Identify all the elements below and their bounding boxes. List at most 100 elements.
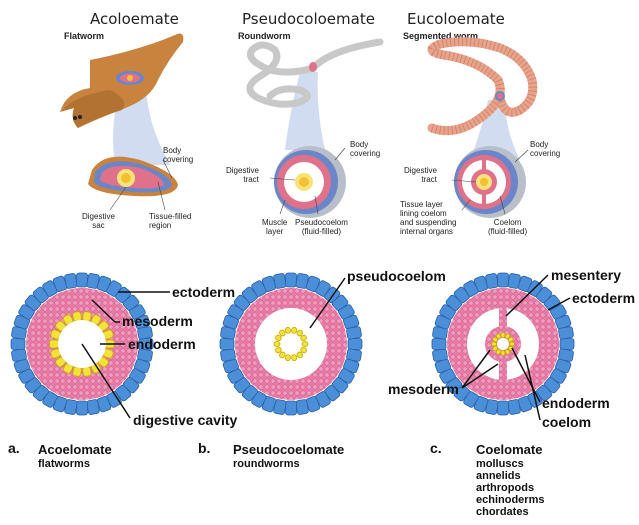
endoderm-cell xyxy=(504,349,511,355)
ectoderm-ring-a xyxy=(10,272,154,416)
earthworm-beam xyxy=(470,100,520,160)
label-digestive-sac: Digestive sac xyxy=(82,212,115,230)
endoderm-cell xyxy=(296,329,303,337)
flatworm-illustration xyxy=(60,33,184,211)
endoderm-cell xyxy=(300,346,307,354)
caption-sub-molluscs: molluscs xyxy=(476,458,524,470)
endoderm-cell xyxy=(500,332,506,338)
subtitle-flatworm: Flatworm xyxy=(64,31,105,41)
endoderm-cell xyxy=(492,345,498,352)
label-endoderm-a: endoderm xyxy=(128,336,196,352)
pseudocoelomate-diagram xyxy=(219,272,363,416)
top-illustrations xyxy=(60,33,538,218)
endoderm-cell xyxy=(508,336,514,343)
endoderm-cell xyxy=(291,354,298,362)
ectoderm-cell xyxy=(285,400,297,416)
caption-sub-arthropods: arthropods xyxy=(476,482,535,494)
endoderm-cell xyxy=(273,341,281,347)
endoderm-cell xyxy=(296,351,303,359)
ectoderm-cell xyxy=(485,273,499,289)
ectoderm-cell xyxy=(219,338,235,350)
ectoderm-cell xyxy=(76,272,88,288)
endoderm-cell xyxy=(495,333,502,339)
ectoderm-ring-b xyxy=(219,272,363,416)
subtitle-roundworm: Roundworm xyxy=(238,31,291,41)
caption-title-pseudocoelomate: Pseudocoelomate xyxy=(233,442,345,457)
ectoderm-cell xyxy=(220,348,236,362)
endoderm-cell xyxy=(72,366,82,377)
caption-sub-annelids: annelids xyxy=(476,470,521,482)
label-endoderm-c: endoderm xyxy=(542,395,610,411)
roundworm-beam xyxy=(285,72,325,150)
label-roundworm-digestive-tract: Digestive tract xyxy=(226,166,259,184)
label-flatworm-body-covering: Body covering xyxy=(163,146,194,164)
endoderm-ring-c xyxy=(491,332,515,356)
label-digestive-cavity: digestive cavity xyxy=(133,412,238,428)
ectoderm-cell xyxy=(86,399,100,415)
endoderm-cell xyxy=(291,326,298,334)
ectoderm-cell xyxy=(497,272,509,288)
endoderm-cell xyxy=(509,341,515,347)
caption-sub-flatworms: flatworms xyxy=(38,458,90,470)
label-muscle-layer: Muscle layer xyxy=(262,218,288,236)
endoderm-cell xyxy=(495,349,502,355)
label-tissue-layer-lining: Tissue layer lining coelom and suspendin… xyxy=(400,200,457,236)
label-mesoderm-c: mesoderm xyxy=(388,381,459,397)
earthworm-illustration xyxy=(427,37,538,218)
caption-title-acoelomate: Acoelomate xyxy=(38,442,112,457)
label-tissue-filled-region: Tissue-filled region xyxy=(149,212,192,230)
endoderm-cell xyxy=(275,346,282,354)
label-coelom: coelom xyxy=(542,414,592,430)
ectoderm-cell xyxy=(346,326,362,340)
label-pseudocoelom: pseudocoelom xyxy=(347,268,446,284)
title-acoelomate: Acoloemate xyxy=(90,10,179,28)
germ-layer-panel: ectoderm mesoderm endoderm digestive cav… xyxy=(0,240,639,525)
endoderm-cell xyxy=(301,341,309,347)
ectoderm-cell xyxy=(347,338,363,350)
caption-letter-b: b. xyxy=(198,440,211,456)
ectoderm-cell xyxy=(431,338,447,350)
ectoderm-cell xyxy=(295,399,309,415)
label-earthworm-body-covering: Body covering xyxy=(530,140,561,158)
label-roundworm-body-covering: Body covering xyxy=(350,140,381,158)
caption-sub-roundworms: roundworms xyxy=(233,458,300,470)
endoderm-ring-b xyxy=(273,326,309,362)
ectoderm-cell xyxy=(497,400,509,416)
ectoderm-cell xyxy=(432,348,448,362)
flatworm-eyespot-icon xyxy=(73,116,77,120)
ectoderm-cell xyxy=(558,326,574,340)
title-pseudocoelomate: Pseudocoloemate xyxy=(242,10,375,28)
caption-letter-c: c. xyxy=(430,440,442,456)
endoderm-cell xyxy=(279,351,286,359)
ectoderm-cell xyxy=(76,400,88,416)
label-earthworm-digestive-tract: Digestive tract xyxy=(404,166,437,184)
endoderm-cell xyxy=(82,311,92,322)
ectoderm-cell xyxy=(137,326,153,340)
caption-sub-chordates: chordates xyxy=(476,506,529,518)
flatworm-beam xyxy=(113,92,170,165)
label-ectoderm-a: ectoderm xyxy=(172,284,236,300)
ectoderm-cell xyxy=(10,338,26,350)
caption-letter-a: a. xyxy=(8,440,20,456)
subtitle-segmented-worm: Segmented worm xyxy=(403,31,479,41)
label-pseudocoelom-fluid: Pseudocoelom (fluid-filled) xyxy=(295,218,348,236)
coelomate-diagram xyxy=(431,272,575,421)
endoderm-cell xyxy=(72,311,82,322)
caption-sub-echinoderms: echinoderms xyxy=(476,494,545,506)
caption-title-coelomate: Coelomate xyxy=(476,442,543,457)
label-mesoderm-a: mesoderm xyxy=(122,313,193,329)
ectoderm-cell xyxy=(507,399,521,415)
ectoderm-cell xyxy=(285,272,297,288)
endoderm-cell xyxy=(504,333,511,339)
ectoderm-cell xyxy=(559,338,575,350)
endoderm-cell xyxy=(284,354,291,362)
endoderm-cell xyxy=(300,334,307,342)
endoderm-cell xyxy=(82,366,92,377)
label-ectoderm-c: ectoderm xyxy=(572,290,636,306)
roundworm-illustration xyxy=(246,38,384,218)
label-coelom-fluid: Coelom (fluid-filled) xyxy=(488,218,528,236)
ectoderm-cell xyxy=(273,273,287,289)
endoderm-cell xyxy=(279,329,286,337)
endoderm-cell xyxy=(49,339,59,349)
endoderm-cell xyxy=(500,350,506,356)
